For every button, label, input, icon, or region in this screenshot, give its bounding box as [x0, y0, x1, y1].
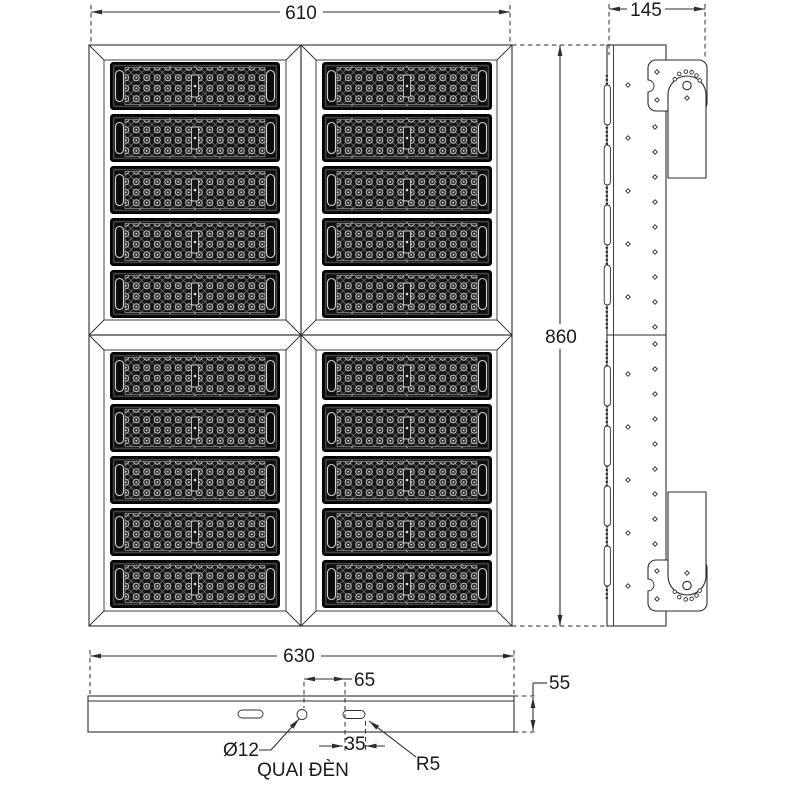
led-module: [110, 403, 281, 453]
dim-side-depth-text: 145: [630, 0, 662, 21]
bracket-notch: [647, 79, 655, 93]
led-module: [321, 559, 493, 609]
front-view: [88, 44, 513, 627]
pivot-hole: [682, 80, 692, 91]
dimension-side-depth: 145: [608, 0, 706, 58]
led-module: [321, 403, 493, 453]
hole-diameter-text: Ø12: [223, 740, 259, 761]
dim-slot-length-text: 35: [344, 734, 365, 755]
dim-bar-width-text: 630: [283, 646, 315, 667]
bracket-bar: [87, 695, 515, 733]
dim-hole-to-slot-text: 65: [354, 670, 375, 691]
mounting-bracket-top: [646, 59, 708, 179]
bracket-notch: [647, 578, 655, 592]
side-view: [512, 44, 708, 627]
led-module: [321, 455, 493, 505]
led-module: [110, 507, 281, 557]
mounting-hole: [296, 709, 308, 720]
dimension-bar-width: 630: [89, 646, 515, 694]
pivot-hole: [682, 580, 692, 591]
panel-frame-bottom-right: [300, 334, 513, 627]
panel-frame-bottom-left: [88, 334, 302, 627]
dimension-hole-to-slot: 65: [303, 670, 375, 751]
callout-hole-diameter: Ø12: [223, 718, 300, 761]
led-module: [321, 114, 493, 162]
housing-body: [606, 44, 667, 627]
callout-slot-radius: R5: [368, 720, 440, 775]
leader-line: [368, 720, 417, 758]
mounting-slot-right: [342, 710, 366, 719]
yoke-arm: [667, 491, 707, 596]
dim-overall-height-text: 860: [545, 327, 577, 348]
handle-label: QUAI ĐÈN: [257, 760, 349, 781]
led-module: [110, 61, 281, 110]
slot-radius-text: R5: [416, 754, 440, 775]
leader-line: [259, 718, 300, 751]
heatsink-fins: [603, 75, 611, 600]
led-module: [110, 269, 281, 319]
led-module: [321, 507, 493, 557]
led-module: [321, 218, 493, 267]
yoke-arm: [667, 75, 707, 179]
led-module: [110, 114, 281, 162]
mounting-slot-left: [237, 709, 264, 719]
led-module: [110, 218, 281, 267]
led-module: [110, 166, 281, 214]
dimension-overall-height: 860: [541, 45, 581, 626]
dimension-bar-height: 55: [514, 673, 570, 733]
led-module: [321, 61, 493, 110]
dim-front-width-text: 610: [285, 3, 317, 24]
led-module: [321, 351, 493, 401]
led-module: [110, 559, 281, 609]
dimension-slot-length: 35: [319, 721, 385, 755]
led-module: [321, 166, 493, 214]
led-module: [321, 269, 493, 319]
led-module: [110, 351, 281, 401]
dim-bar-height-text: 55: [549, 673, 570, 694]
bracket-bar-view: [87, 695, 515, 733]
mounting-bracket-bottom: [646, 491, 708, 612]
dimension-front-width: 610: [90, 2, 511, 43]
led-module: [110, 455, 281, 505]
